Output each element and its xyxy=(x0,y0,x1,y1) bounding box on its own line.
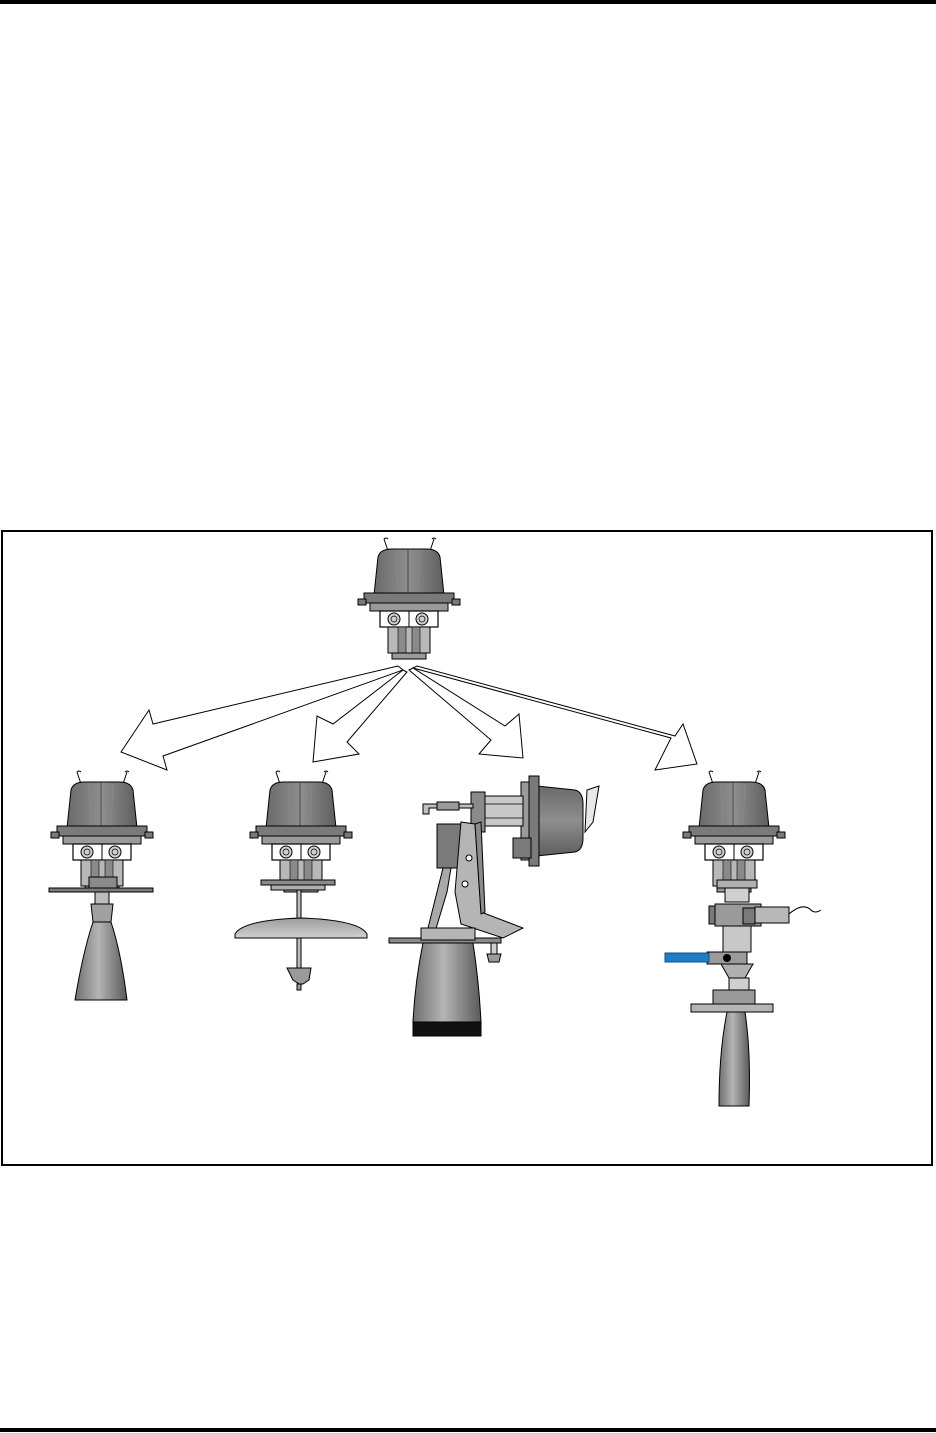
valve-handle xyxy=(665,953,709,962)
header-rule xyxy=(0,0,936,4)
footer-rule xyxy=(0,1428,936,1432)
variant-arrows xyxy=(121,666,697,770)
horn-antenna-variant xyxy=(49,771,153,1000)
transmitter-head-top xyxy=(358,538,460,659)
angled-bracket-variant xyxy=(389,776,599,1036)
arrow-to-valve xyxy=(413,666,697,770)
parabolic-antenna-variant xyxy=(235,771,367,990)
valve-mounted-variant xyxy=(665,771,821,1106)
antenna-variants-figure xyxy=(1,530,933,1166)
